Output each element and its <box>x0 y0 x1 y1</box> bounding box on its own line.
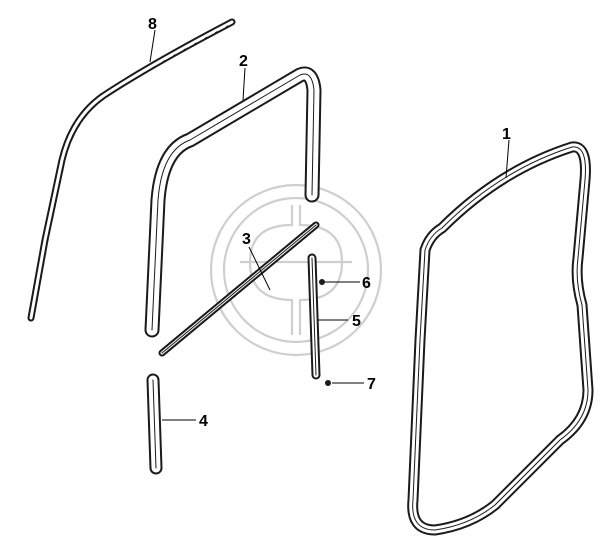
leader-3 <box>248 246 271 291</box>
part-4-lower-seal <box>146 373 163 475</box>
callout-6: 6 <box>362 275 371 292</box>
part-3-belt-molding <box>158 221 320 357</box>
part-7-screw <box>325 380 331 386</box>
callout-7: 7 <box>367 376 376 393</box>
part-8-roof-strip <box>27 18 236 322</box>
leader-2 <box>242 67 246 101</box>
callout-labels: 1 2 3 4 5 6 7 8 <box>148 16 511 430</box>
callout-4: 4 <box>199 413 208 430</box>
part-1-door-weatherstrip <box>407 141 594 536</box>
callout-1: 1 <box>502 126 511 143</box>
part-2-window-channel <box>144 66 322 338</box>
part-6-bolt <box>319 279 325 285</box>
callout-3: 3 <box>242 231 251 248</box>
leader-1 <box>505 139 510 179</box>
callout-2: 2 <box>239 53 248 70</box>
part-5-guide-rail <box>307 253 321 380</box>
callout-8: 8 <box>148 16 157 33</box>
leader-lines <box>149 29 510 421</box>
callout-5: 5 <box>352 313 361 330</box>
leader-8 <box>149 29 156 63</box>
